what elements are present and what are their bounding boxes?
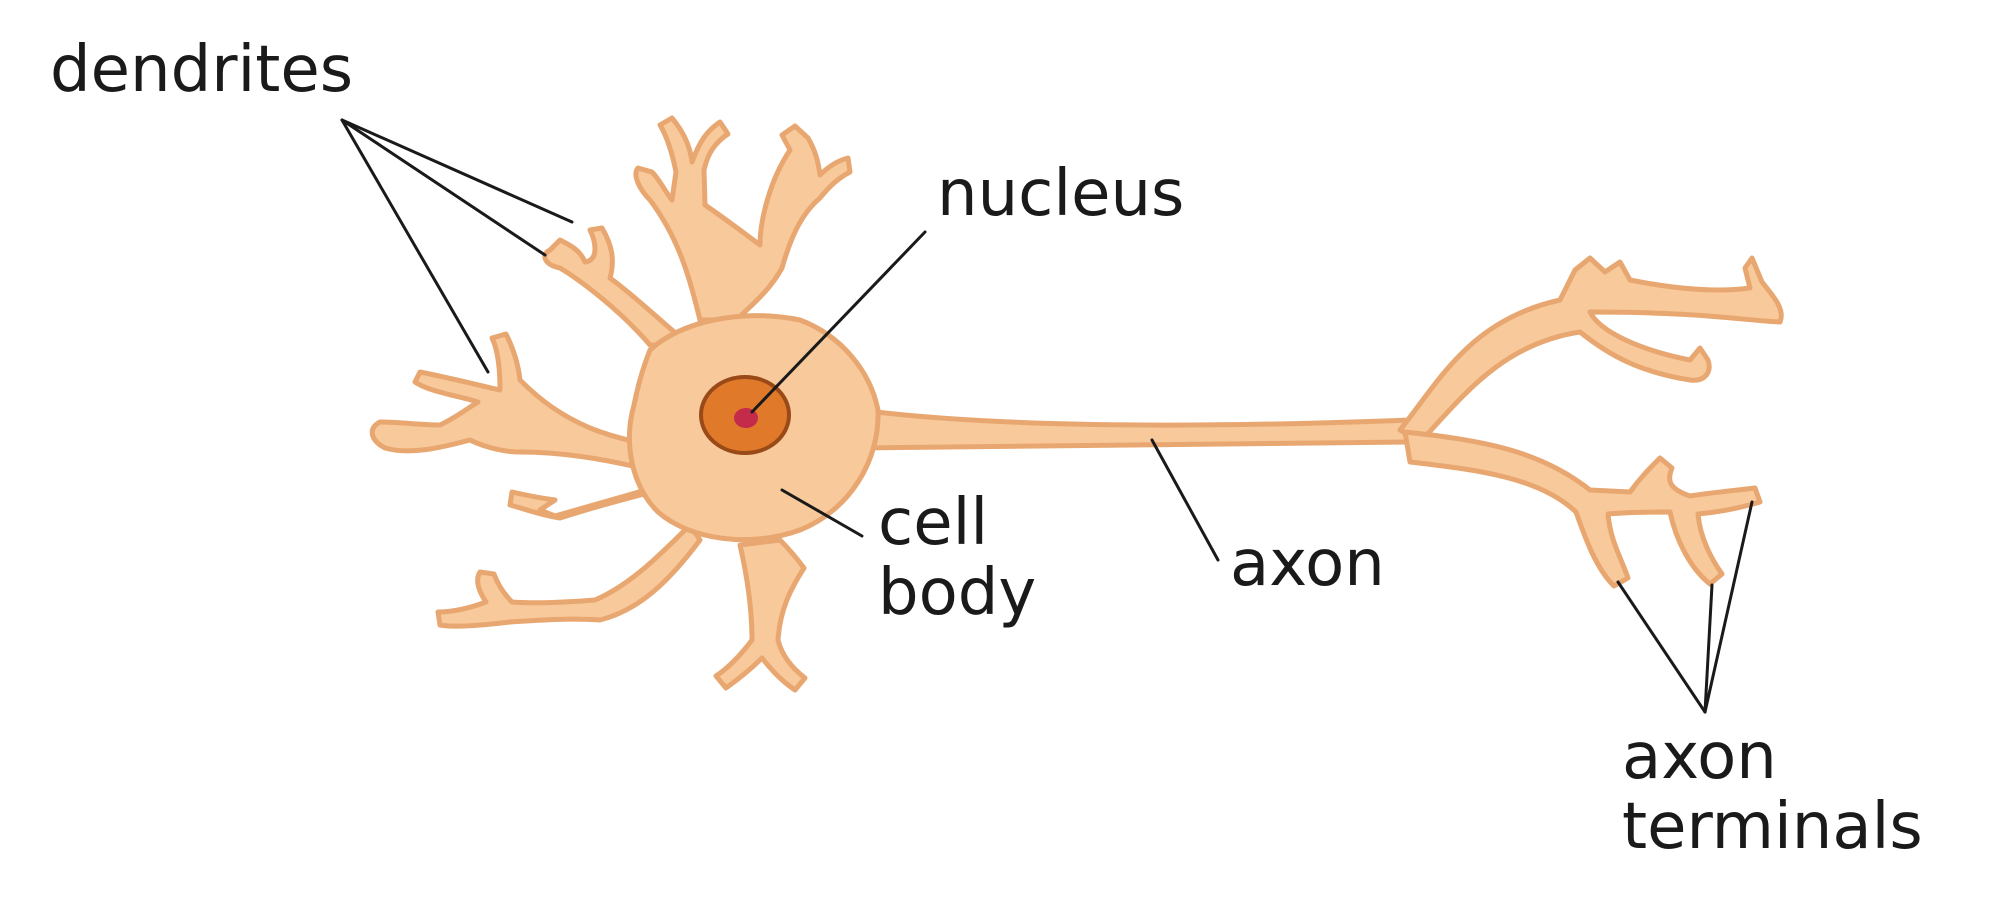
axon-terminals-label-line2: terminals	[1622, 790, 1923, 865]
dendrite-bottom	[713, 537, 808, 693]
cell-body-label-line1: cell	[878, 486, 989, 560]
leader-lines	[340, 118, 1754, 714]
dendrite-left	[369, 331, 673, 473]
leader-nucleus	[750, 230, 927, 414]
leader-dendrites-2	[340, 118, 547, 257]
axon-terminal-lower	[1402, 429, 1763, 589]
nucleus-label: nucleus	[937, 157, 1185, 231]
dendrite-bottom-left	[435, 522, 703, 629]
axon-terminal-upper	[1397, 255, 1784, 445]
neuron-shape	[369, 115, 1784, 693]
dendrite-top-left	[542, 225, 693, 348]
axon-label: axon	[1230, 527, 1385, 601]
cell-body-label: cell body	[878, 488, 1036, 629]
leader-dendrites-1	[340, 118, 574, 224]
axon-fiber	[857, 407, 1413, 451]
leader-axon	[1150, 438, 1220, 562]
leader-terminals-1	[1616, 580, 1707, 714]
axon-terminals-label: axon terminals	[1622, 722, 1923, 863]
axon-terminals-label-line1: axon	[1622, 720, 1777, 794]
leader-terminals-3	[1703, 500, 1754, 714]
leader-terminals-2	[1703, 583, 1714, 714]
dendrite-top	[633, 115, 853, 323]
dendrite-lower-left	[507, 483, 663, 521]
dendrites-label: dendrites	[50, 33, 354, 107]
cell-body-label-line2: body	[878, 556, 1037, 631]
leader-dendrites-3	[340, 118, 490, 374]
leader-cell-body	[780, 488, 864, 538]
